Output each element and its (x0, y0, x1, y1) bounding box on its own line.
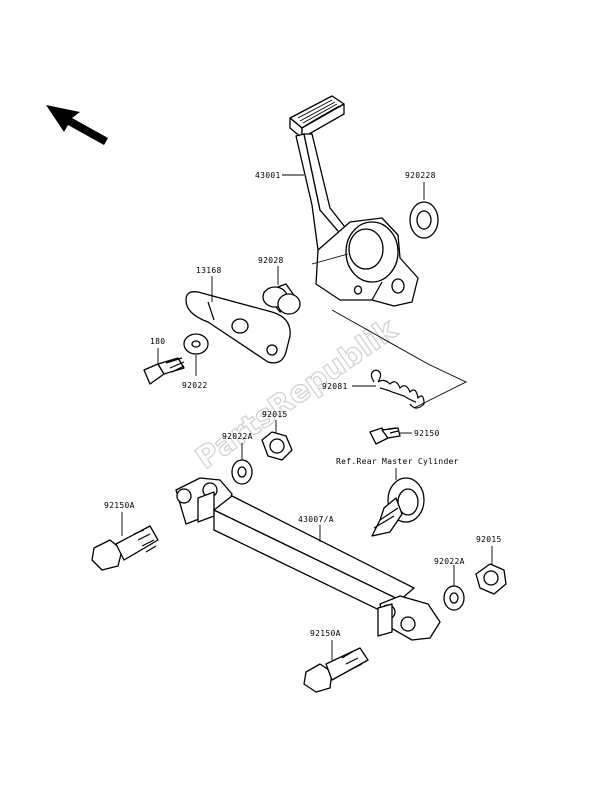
label-92015-upper: 92015 (262, 410, 288, 419)
label-180: 180 (150, 337, 165, 346)
label-92015-lower: 92015 (476, 535, 502, 544)
label-920228: 920228 (405, 171, 436, 180)
washer-920228 (409, 201, 439, 239)
label-43001: 43001 (255, 171, 281, 180)
nut-92015-upper (261, 431, 293, 461)
bolt-180 (143, 357, 185, 385)
nut-92015-lower (475, 563, 507, 595)
label-43007a: 43007/A (298, 515, 334, 524)
label-92022: 92022 (182, 381, 208, 390)
label-13168: 13168 (196, 266, 222, 275)
label-92150a-bottom: 92150A (310, 629, 341, 638)
ref-rear-master-cylinder-note: Ref.Rear Master Cylinder (336, 457, 459, 466)
bolt-92150a-bottom (303, 647, 369, 693)
direction-arrow-icon (46, 105, 108, 145)
washer-92022a-lower (443, 585, 465, 611)
spring-92081 (370, 369, 425, 409)
label-92150a-left: 92150A (104, 501, 135, 510)
master-cylinder-clevis (371, 477, 425, 537)
rod-43007a (175, 477, 441, 641)
label-92028: 92028 (258, 256, 284, 265)
washer-92022 (183, 333, 209, 355)
label-92081: 92081 (322, 382, 348, 391)
bolt-92150a-left (91, 525, 159, 571)
sleeve-92028 (262, 283, 301, 315)
label-92150: 92150 (414, 429, 440, 438)
plate-13168 (185, 291, 291, 364)
brake-pedal (289, 95, 419, 307)
label-92022a-lower: 92022A (434, 557, 465, 566)
washer-92022a-upper (231, 459, 253, 485)
watermark: PartsRepublik (190, 312, 405, 477)
bolt-92150 (369, 427, 401, 445)
label-92022a-upper: 92022A (222, 432, 253, 441)
